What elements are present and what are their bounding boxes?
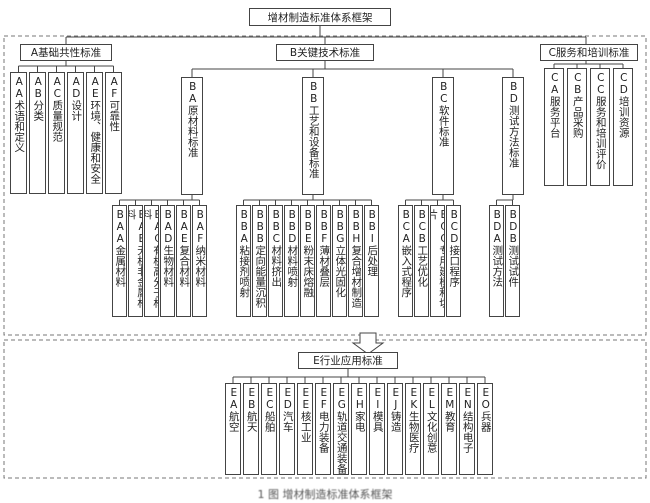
group-e-item: EF电力装备 — [315, 383, 331, 475]
group-b-item: BAD生物材料 — [160, 205, 175, 317]
figure-caption: 1 图 增材制造标准体系框架 — [257, 488, 393, 501]
group-e-item: EO兵器 — [477, 383, 493, 475]
group-b-item: BAC有机高分子材料 — [144, 205, 159, 317]
group-e-item: EG轨道交通装备 — [333, 383, 349, 475]
group-b-item: BAB无机非金属材料 — [128, 205, 143, 317]
group-b-item: BBI后处理 — [364, 205, 379, 317]
group-b-subgroup-header: BB工艺和设备标准 — [302, 77, 324, 195]
group-c-item: CD培训资源 — [613, 68, 633, 186]
group-e-item: EK生物医疗 — [405, 383, 421, 475]
group-b-item: BBF薄材叠层 — [316, 205, 331, 317]
group-a-item: AD设计 — [67, 72, 84, 194]
group-e-item: EB航天 — [243, 383, 259, 475]
group-e-item: EA航空 — [225, 383, 241, 475]
group-a-item: AA术语和定义 — [10, 72, 27, 194]
group-e-item: ED汽车 — [279, 383, 295, 475]
group-b-item: BBH复合增材制造 — [348, 205, 363, 317]
group-b-item: BDA测试方法 — [489, 205, 504, 317]
group-b-item: BCD接口程序 — [446, 205, 461, 317]
group-e-item: EJ铸造 — [387, 383, 403, 475]
group-b-item: BCB工艺优化 — [414, 205, 429, 317]
group-b-header: B关键技术标准 — [276, 44, 374, 61]
flow-arrow — [351, 332, 385, 355]
group-b-subgroup-header: BC软件标准 — [432, 77, 454, 195]
group-b-item: BBA粘接剂喷射 — [236, 205, 251, 317]
group-b-item: BAF纳米材料 — [192, 205, 207, 317]
group-e-item: EI模具 — [369, 383, 385, 475]
upper-dashed-frame — [3, 35, 647, 336]
group-a-item: AB分类 — [29, 72, 46, 194]
framework-title: 增材制造标准体系框架 — [249, 8, 391, 26]
group-b-item: BBC材料挤出 — [268, 205, 283, 317]
group-a-item: AE环境、健康和安全 — [86, 72, 103, 194]
group-e-item: EH家电 — [351, 383, 367, 475]
group-b-subgroup-header: BD测试方法标准 — [502, 77, 524, 195]
group-e-item: EL文化创意 — [423, 383, 439, 475]
group-c-item: CC服务和培训评价 — [590, 68, 610, 186]
group-c-item: CA服务平台 — [544, 68, 564, 186]
group-b-item: BDB测试试件 — [505, 205, 520, 317]
group-b-subgroup-header: BA原材料标准 — [181, 77, 203, 195]
group-e-item: EE核工业 — [297, 383, 313, 475]
group-b-item: BBE粉末床熔融 — [300, 205, 315, 317]
lower-dashed-frame — [3, 339, 647, 479]
group-c-item: CB产品采购 — [567, 68, 587, 186]
group-b-item: BCA嵌入式程序 — [398, 205, 413, 317]
group-e-item: EM教育 — [441, 383, 457, 475]
group-e-header: E行业应用标准 — [298, 352, 398, 369]
group-b-item: BAE复合材料 — [176, 205, 191, 317]
group-a-header: A基础共性标准 — [20, 44, 112, 61]
group-a-item: AC质量规范 — [48, 72, 65, 194]
group-b-item: BBD材料喷射 — [284, 205, 299, 317]
group-b-item: BCC专用建模和切片 — [430, 205, 445, 317]
group-a-item: AF可靠性 — [105, 72, 122, 194]
group-e-item: EN结构电子 — [459, 383, 475, 475]
group-b-item: BBB定向能量沉积 — [252, 205, 267, 317]
group-b-item: BAA金属材料 — [112, 205, 127, 317]
group-e-item: EC船舶 — [261, 383, 277, 475]
group-c-header: C服务和培训标准 — [540, 44, 638, 61]
group-b-item: BBG立体光固化 — [332, 205, 347, 317]
